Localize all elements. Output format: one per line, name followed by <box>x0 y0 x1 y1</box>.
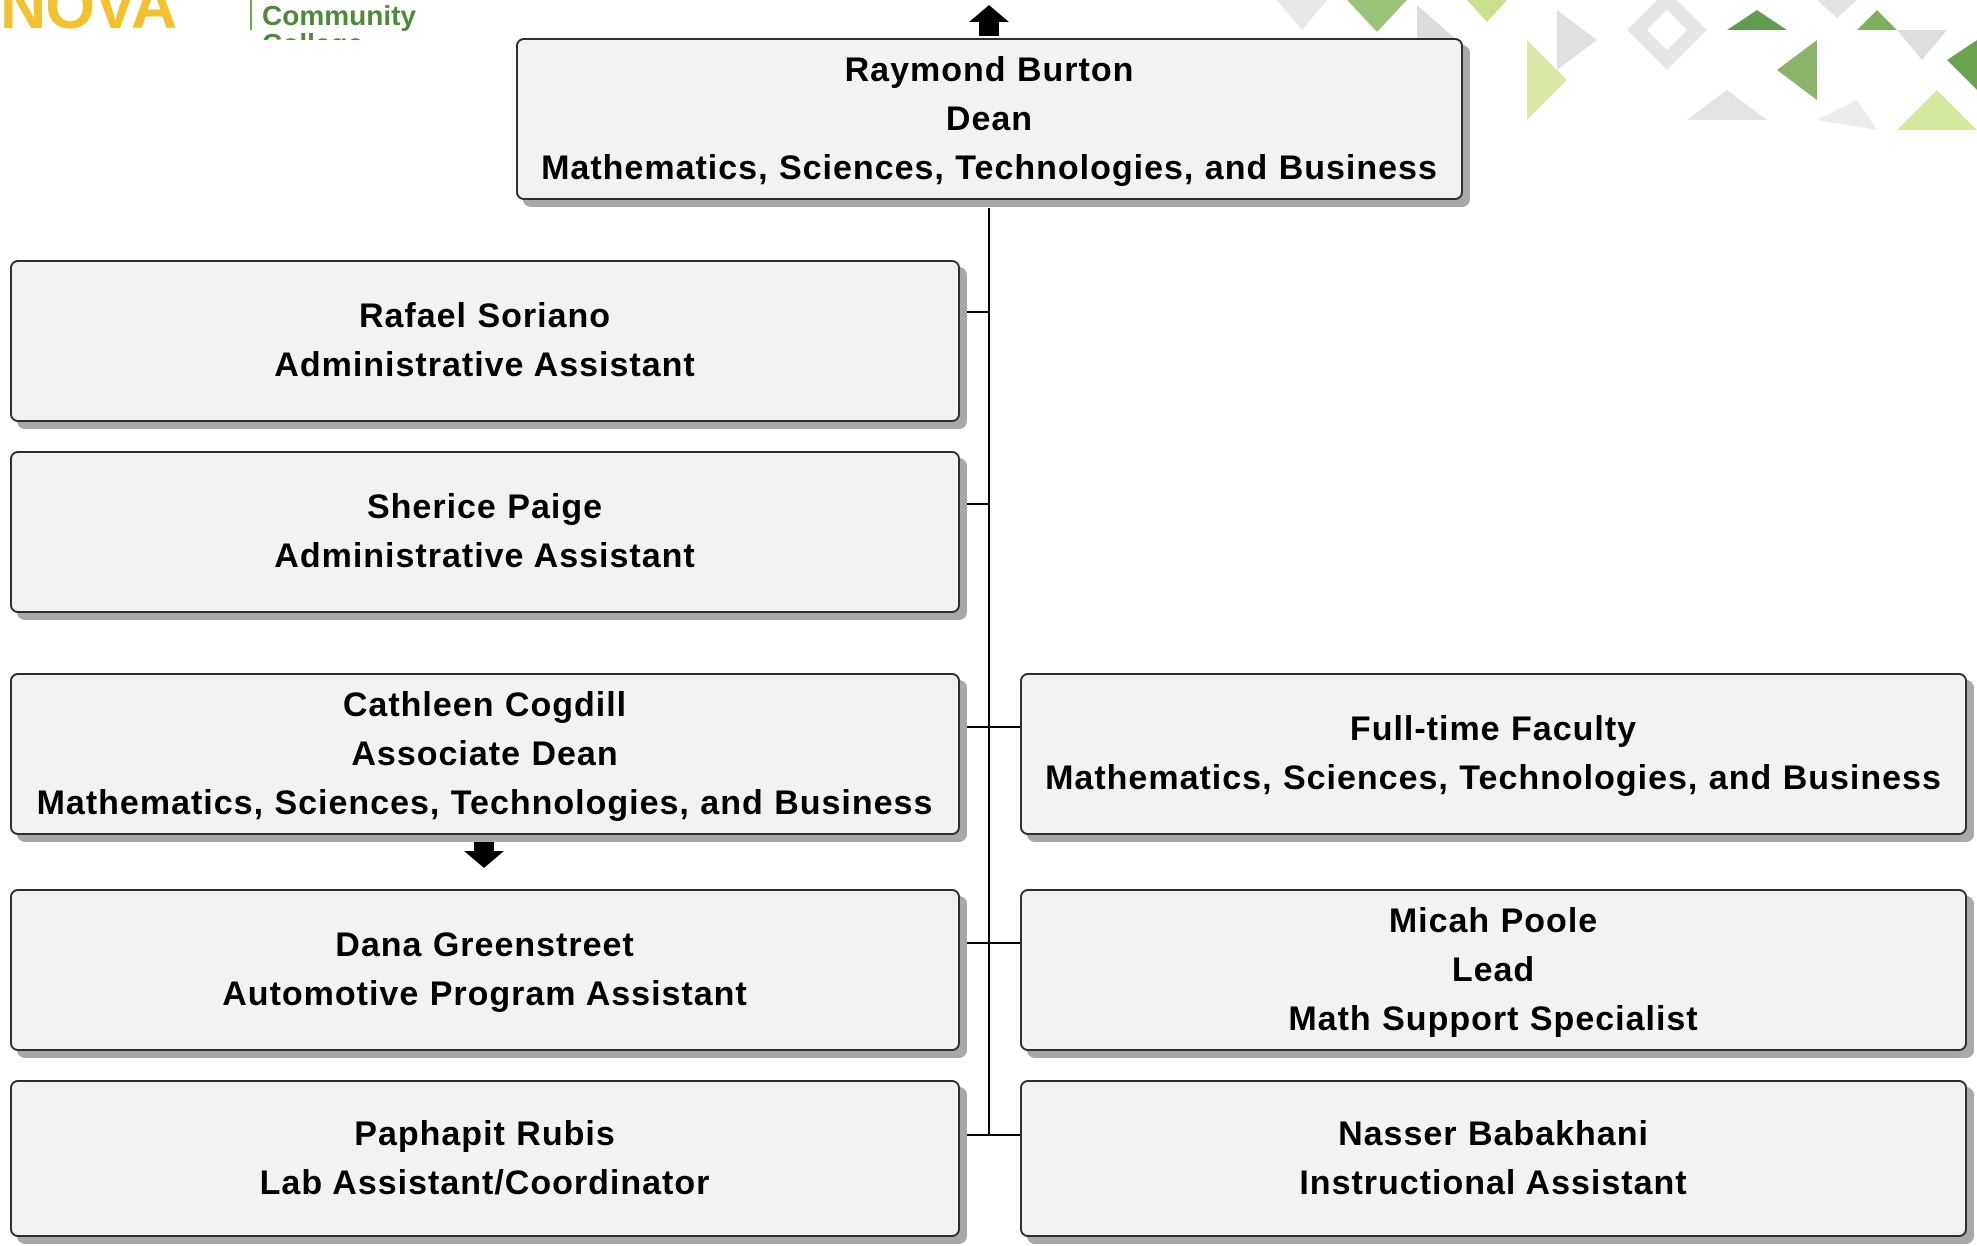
logo-wordmark: NOVA <box>0 0 177 40</box>
node-title: Associate Dean <box>351 734 619 773</box>
node-department: Mathematics, Sciences, Technologies, and… <box>541 148 1438 187</box>
node-cogdill: Cathleen Cogdill Associate Dean Mathemat… <box>10 673 960 835</box>
node-title: Instructional Assistant <box>1299 1163 1688 1202</box>
node-poole: Micah Poole Lead Math Support Specialist <box>1020 889 1967 1051</box>
node-title: Administrative Assistant <box>274 346 696 384</box>
node-title: Automotive Program Assistant <box>222 975 748 1013</box>
logo-subtext: Community College <box>262 0 416 41</box>
node-title: Lab Assistant/Coordinator <box>259 1163 711 1202</box>
node-name: Micah Poole <box>1388 901 1599 940</box>
node-greenstreet: Dana Greenstreet Automotive Program Assi… <box>10 889 960 1051</box>
node-title: Dean <box>945 99 1034 138</box>
node-name: Paphapit Rubis <box>354 1114 616 1153</box>
node-name: Rafael Soriano <box>358 297 612 335</box>
node-dean: Raymond Burton Dean Mathematics, Science… <box>516 38 1463 200</box>
node-name: Raymond Burton <box>844 50 1135 89</box>
node-department: Mathematics, Sciences, Technologies, and… <box>1045 759 1942 797</box>
up-arrow-icon <box>969 5 1009 36</box>
node-department: Mathematics, Sciences, Technologies, and… <box>36 783 934 822</box>
down-arrow-icon <box>464 838 504 868</box>
decorative-pattern <box>1277 0 1977 130</box>
node-name: Dana Greenstreet <box>335 926 635 964</box>
node-name: Sherice Paige <box>366 488 603 526</box>
node-babakhani: Nasser Babakhani Instructional Assistant <box>1020 1080 1967 1237</box>
logo-divider <box>250 0 252 30</box>
node-paige: Sherice Paige Administrative Assistant <box>10 451 960 613</box>
node-title: Administrative Assistant <box>274 537 696 575</box>
node-name: Cathleen Cogdill <box>342 685 628 724</box>
node-soriano: Rafael Soriano Administrative Assistant <box>10 260 960 422</box>
node-name: Full-time Faculty <box>1349 710 1638 748</box>
node-rubis: Paphapit Rubis Lab Assistant/Coordinator <box>10 1080 960 1237</box>
node-name: Nasser Babakhani <box>1338 1114 1649 1153</box>
node-department: Math Support Specialist <box>1288 999 1699 1038</box>
node-title: Lead <box>1451 950 1536 989</box>
node-faculty: Full-time Faculty Mathematics, Sciences,… <box>1020 673 1967 835</box>
college-logo: NOVA Community College <box>0 0 520 40</box>
